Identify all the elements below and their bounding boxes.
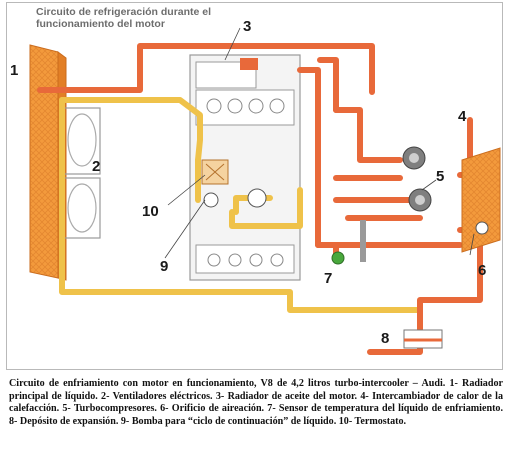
thermostat: [201, 159, 229, 185]
diagram-title: Circuito de refrigeración durante el fun…: [36, 6, 212, 30]
label-8: 8: [381, 330, 390, 347]
expansion-tank: [403, 329, 443, 349]
leader-lines: [164, 27, 475, 259]
label-10: 10: [142, 203, 159, 220]
temperature-sensor: [331, 220, 366, 265]
label-4: 4: [458, 108, 467, 125]
label-7: 7: [324, 270, 333, 287]
circuit-diagram: [29, 27, 501, 355]
continuation-pump: [203, 188, 267, 208]
label-3: 3: [243, 18, 252, 35]
figure-caption: Circuito de enfriamiento con motor en fu…: [9, 378, 503, 427]
label-6: 6: [478, 262, 487, 279]
diagram-frame: [6, 2, 503, 370]
label-5: 5: [436, 168, 445, 185]
label-1: 1: [10, 62, 19, 79]
turbochargers: [402, 146, 432, 212]
hot-pipes: [37, 43, 483, 355]
heater-core: [461, 147, 501, 253]
label-2: 2: [92, 158, 101, 175]
label-9: 9: [160, 258, 169, 275]
